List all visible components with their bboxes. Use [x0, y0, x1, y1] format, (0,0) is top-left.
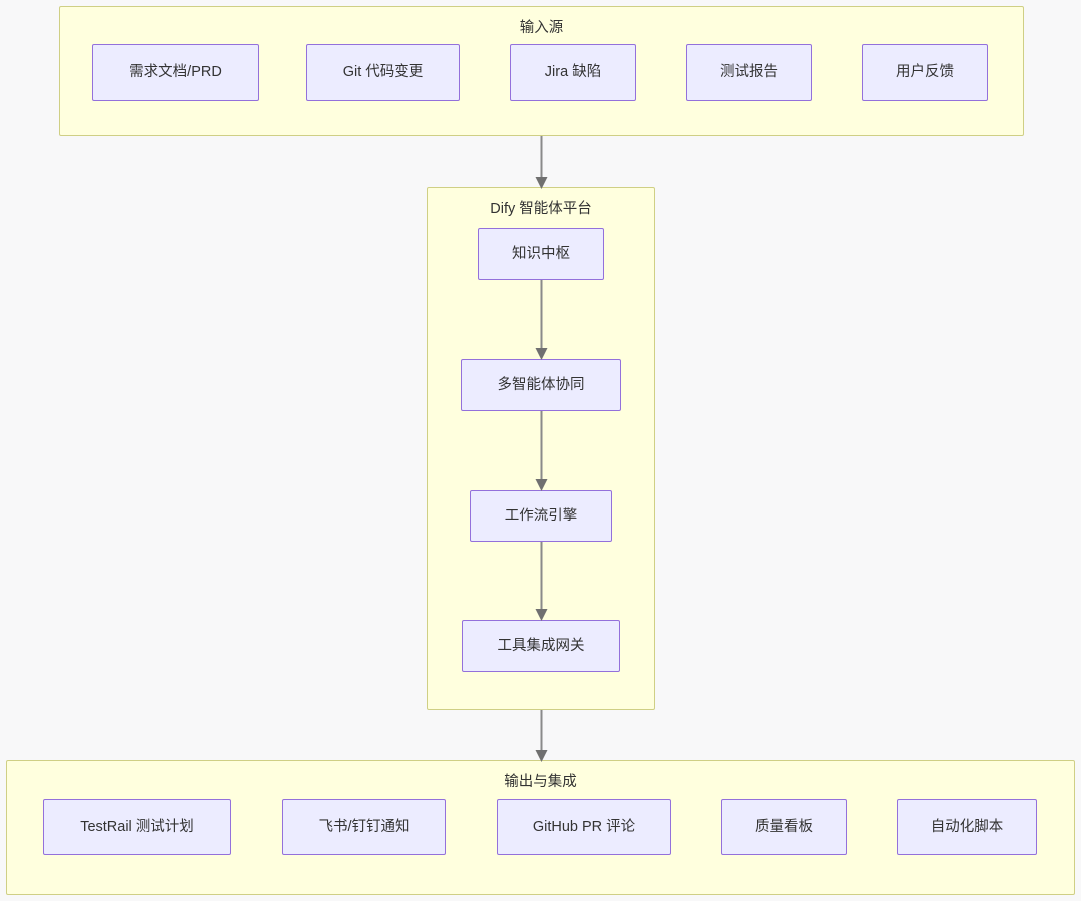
edge-input-to-dify: [535, 136, 548, 189]
node-requirements-doc-label: 需求文档/PRD: [129, 64, 222, 81]
node-user-feedback[interactable]: 用户反馈: [862, 44, 988, 101]
node-workflow-engine-label: 工作流引擎: [504, 507, 578, 524]
node-github-pr-comment[interactable]: GitHub PR 评论: [497, 799, 671, 855]
node-knowledge-hub-label: 知识中枢: [512, 245, 570, 262]
node-feishu-dingtalk-notify[interactable]: 飞书/钉钉通知: [282, 799, 446, 855]
subgraph-output-integration-title: 输出与集成: [504, 774, 577, 790]
node-automation-script-label: 自动化脚本: [930, 818, 1004, 835]
node-tool-integration-gateway-label: 工具集成网关: [497, 637, 585, 654]
node-quality-dashboard[interactable]: 质量看板: [721, 799, 847, 855]
node-jira-defect-label: Jira 缺陷: [544, 64, 602, 81]
node-automation-script[interactable]: 自动化脚本: [897, 799, 1037, 855]
node-feishu-dingtalk-notify-label: 飞书/钉钉通知: [318, 818, 410, 835]
node-multi-agent-collab[interactable]: 多智能体协同: [461, 359, 621, 411]
node-git-code-change-label: Git 代码变更: [342, 64, 424, 81]
edge-dify-to-output: [535, 710, 548, 762]
node-multi-agent-collab-label: 多智能体协同: [497, 376, 585, 393]
node-requirements-doc[interactable]: 需求文档/PRD: [92, 44, 259, 101]
node-quality-dashboard-label: 质量看板: [755, 818, 813, 835]
node-testrail-plan[interactable]: TestRail 测试计划: [43, 799, 231, 855]
node-workflow-engine[interactable]: 工作流引擎: [470, 490, 612, 542]
node-test-report-label: 测试报告: [720, 64, 778, 81]
node-user-feedback-label: 用户反馈: [896, 64, 954, 81]
node-knowledge-hub[interactable]: 知识中枢: [478, 228, 604, 280]
node-test-report[interactable]: 测试报告: [686, 44, 812, 101]
node-tool-integration-gateway[interactable]: 工具集成网关: [462, 620, 620, 672]
subgraph-dify-platform-title: Dify 智能体平台: [490, 201, 592, 217]
node-git-code-change[interactable]: Git 代码变更: [306, 44, 460, 101]
node-github-pr-comment-label: GitHub PR 评论: [532, 818, 636, 835]
subgraph-input-sources-title: 输入源: [519, 20, 564, 36]
node-testrail-plan-label: TestRail 测试计划: [80, 818, 194, 835]
node-jira-defect[interactable]: Jira 缺陷: [510, 44, 636, 101]
